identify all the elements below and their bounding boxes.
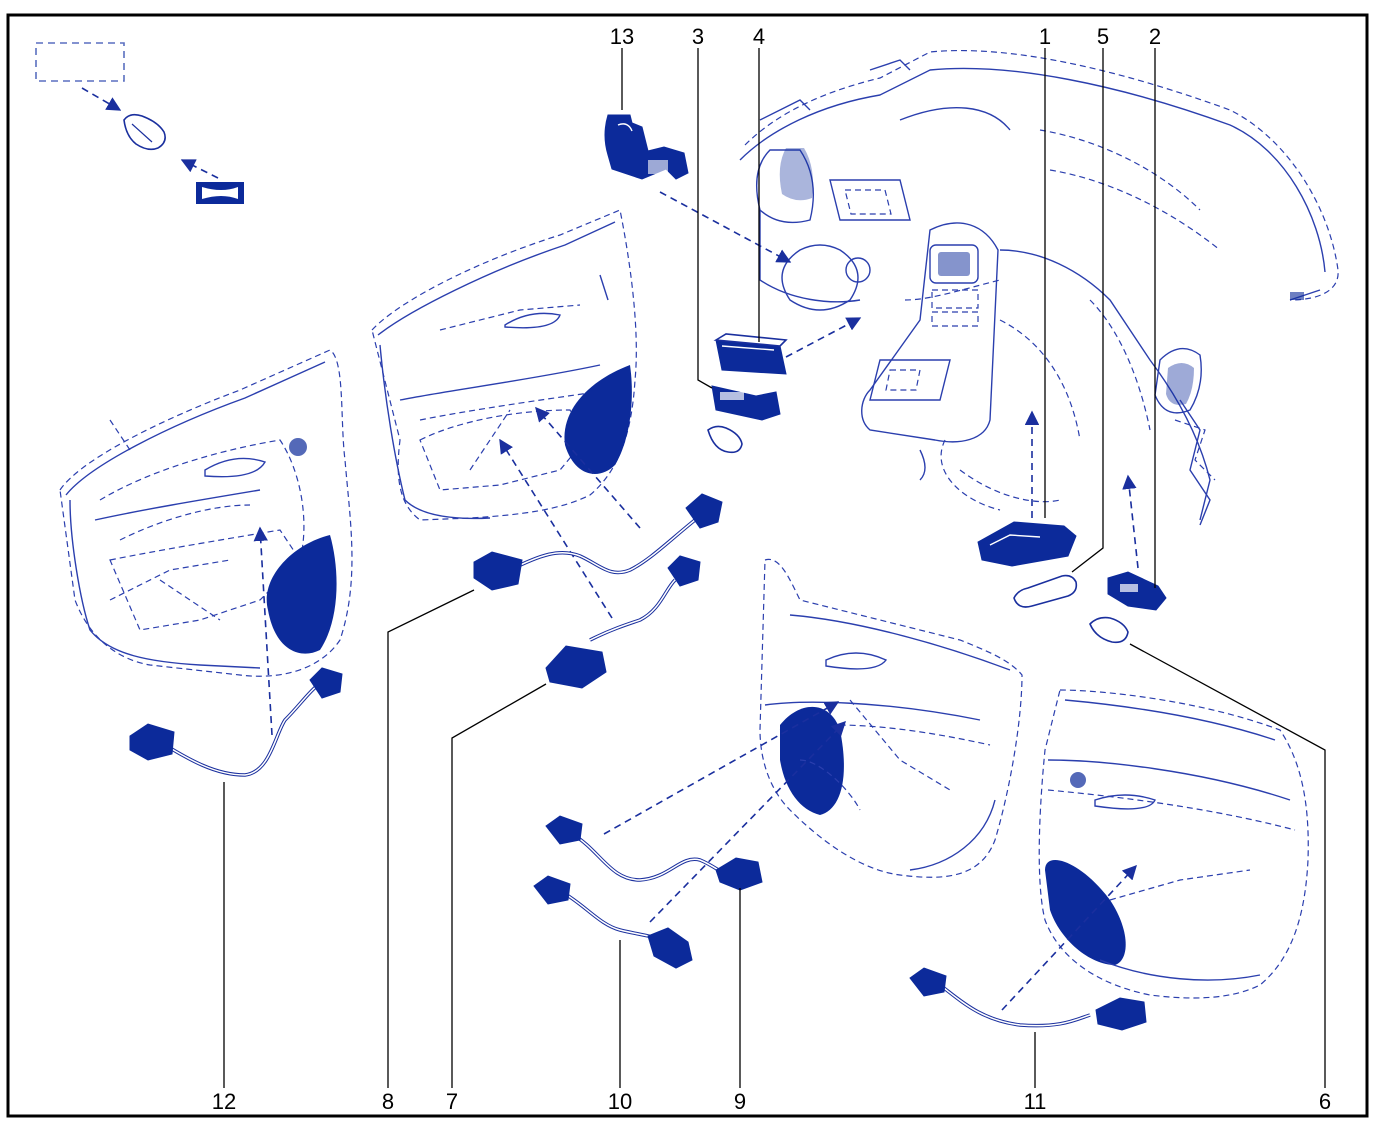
- callout-4: 4: [753, 24, 765, 49]
- dashboard: [739, 49, 1339, 526]
- part-13-bracket: [604, 114, 689, 180]
- callout-12: 12: [212, 1089, 236, 1114]
- part-3-holder: [711, 385, 781, 421]
- harness-11: [909, 967, 1147, 1031]
- part-3-bulb: [707, 425, 743, 454]
- callout-7: 7: [446, 1089, 458, 1114]
- door-panel-front-right: [759, 558, 1023, 878]
- harness-7: [545, 555, 701, 689]
- callout-9: 9: [734, 1089, 746, 1114]
- callout-1: 1: [1039, 24, 1051, 49]
- callout-6: 6: [1319, 1089, 1331, 1114]
- callout-2: 2: [1149, 24, 1161, 49]
- harness-10: [533, 875, 693, 969]
- bulb-inset: [35, 42, 244, 204]
- door-panel-rear-right: [1038, 689, 1309, 999]
- part-2-holder: [1107, 571, 1167, 611]
- callout-10: 10: [608, 1089, 632, 1114]
- part-4-unit: [713, 333, 788, 375]
- callout-3: 3: [692, 24, 704, 49]
- harness-8: [473, 493, 723, 591]
- callout-13: 13: [610, 24, 634, 49]
- leader-lines: [223, 48, 1326, 1088]
- part-5-bulb: [1013, 574, 1078, 608]
- placeholder-box: [35, 42, 125, 82]
- callout-11: 11: [1024, 1089, 1047, 1114]
- callout-8: 8: [382, 1089, 394, 1114]
- bulb-icon: [123, 113, 166, 151]
- frame-border: [6, 13, 1369, 1118]
- harness-12: [129, 667, 343, 777]
- callout-5: 5: [1097, 24, 1109, 49]
- part-6-bulb: [1089, 616, 1129, 644]
- harness-9: [545, 815, 763, 891]
- door-panel-front-left: [371, 209, 637, 521]
- socket-icon: [196, 182, 244, 204]
- door-panel-rear-left: [59, 349, 353, 677]
- part-1-module: [977, 521, 1077, 567]
